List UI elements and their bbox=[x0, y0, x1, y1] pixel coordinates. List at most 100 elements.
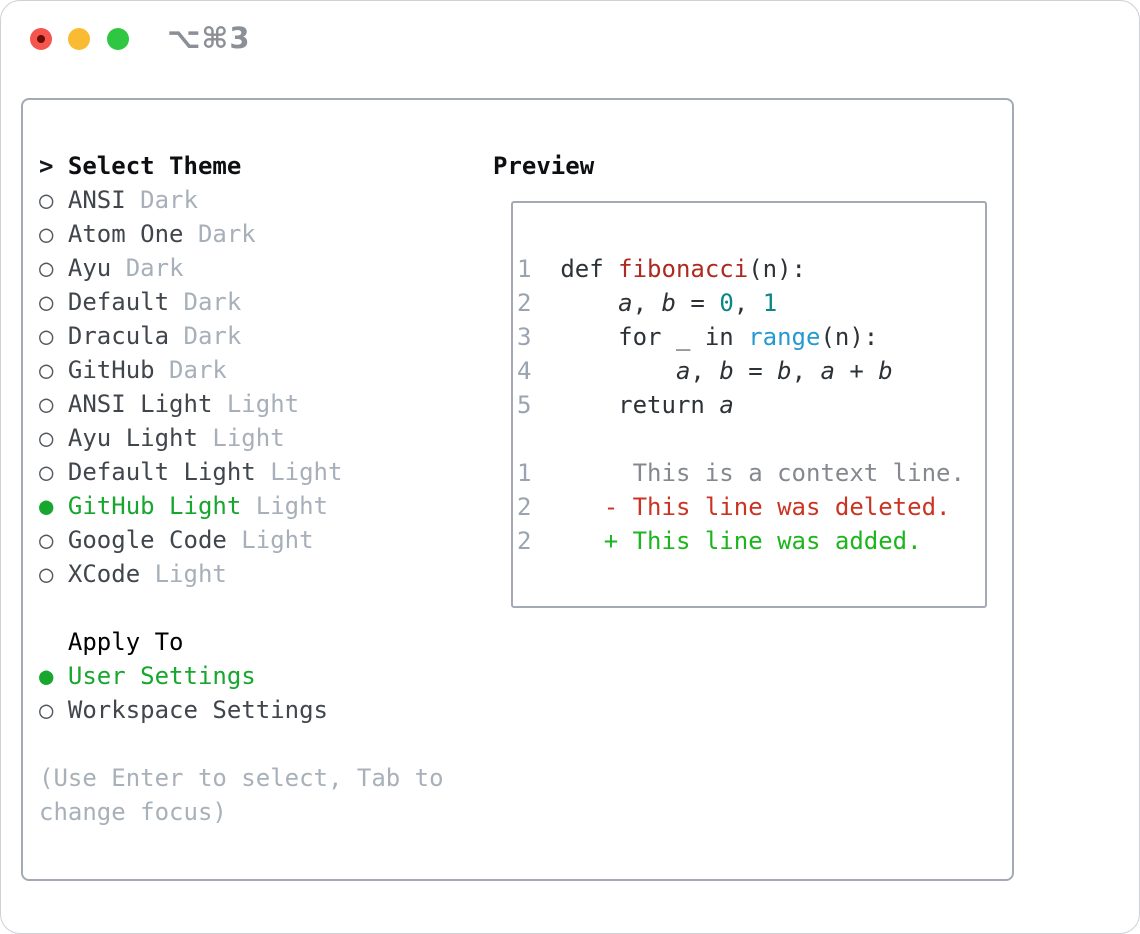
radio-unselected-icon: ○ bbox=[39, 220, 68, 248]
code-line: 3 for _ in range(n): bbox=[517, 320, 965, 354]
code-token: b bbox=[878, 357, 893, 385]
theme-name: Atom One bbox=[67, 220, 184, 248]
code-token: (n): bbox=[820, 323, 879, 351]
theme-option[interactable]: ○ Default Dark bbox=[39, 285, 444, 319]
code-token: a bbox=[820, 357, 835, 385]
code-token: b bbox=[777, 357, 792, 385]
code-token: fibonacci bbox=[618, 255, 749, 283]
code-token: , bbox=[690, 357, 720, 385]
apply-option-name: User Settings bbox=[67, 662, 256, 690]
apply-option-name: Workspace Settings bbox=[67, 696, 328, 724]
minimize-button[interactable] bbox=[68, 28, 90, 50]
theme-variant-tag: Dark bbox=[169, 288, 242, 316]
radio-unselected-icon: ○ bbox=[39, 288, 68, 316]
theme-option[interactable]: ○ ANSI Light Light bbox=[39, 387, 444, 421]
apply-option[interactable]: ○ Workspace Settings bbox=[39, 693, 444, 727]
radio-selected-icon: ● bbox=[39, 492, 68, 520]
theme-option[interactable]: ○ XCode Light bbox=[39, 557, 444, 591]
code-token: + bbox=[834, 357, 879, 385]
theme-name: XCode bbox=[67, 560, 141, 588]
theme-name: ANSI bbox=[67, 186, 126, 214]
theme-name: Google Code bbox=[67, 526, 227, 554]
preview-header: Preview bbox=[493, 152, 595, 180]
radio-unselected-icon: ○ bbox=[39, 526, 68, 554]
theme-variant-tag: Dark bbox=[111, 254, 184, 282]
theme-name: GitHub Light bbox=[67, 492, 242, 520]
theme-variant-tag: Dark bbox=[183, 220, 256, 248]
help-text: (Use Enter to select, Tab to bbox=[39, 764, 444, 792]
preview-box: 1 def fibonacci(n): 2 a, b = 0, 1 3 for _ … bbox=[511, 201, 987, 608]
code-token: a bbox=[675, 357, 691, 385]
theme-picker-panel: > Select Theme○ ANSI Dark○ Atom One Dark… bbox=[21, 98, 1014, 881]
code-token: = bbox=[675, 289, 720, 317]
help-text-line: change focus) bbox=[39, 795, 444, 829]
line-number: 5 bbox=[517, 391, 561, 419]
code-line: 1 def fibonacci(n): bbox=[517, 252, 965, 286]
code-token: 0 bbox=[719, 289, 734, 317]
theme-variant-tag: Light bbox=[255, 458, 343, 486]
theme-name: Ayu Light bbox=[67, 424, 198, 452]
line-number: 1 bbox=[517, 255, 561, 283]
code-token: b bbox=[719, 357, 734, 385]
theme-option[interactable]: ○ ANSI Dark bbox=[39, 183, 444, 217]
theme-option[interactable]: ● GitHub Light Light bbox=[39, 489, 444, 523]
radio-unselected-icon: ○ bbox=[39, 356, 68, 384]
diff-line: 2 + This line was added. bbox=[517, 524, 965, 558]
theme-variant-tag: Light bbox=[197, 424, 285, 452]
code-token: (n): bbox=[748, 255, 806, 283]
window-title-shortcut: ⌥⌘3 bbox=[167, 21, 251, 55]
spacer-row bbox=[39, 591, 444, 625]
preview-code: 1 def fibonacci(n): 2 a, b = 0, 1 3 for _ … bbox=[517, 252, 965, 558]
theme-name: Dracula bbox=[67, 322, 170, 350]
maximize-button[interactable] bbox=[107, 28, 129, 50]
theme-name: ANSI Light bbox=[67, 390, 213, 418]
radio-unselected-icon: ○ bbox=[39, 560, 68, 588]
theme-name: GitHub bbox=[67, 356, 155, 384]
theme-variant-tag: Light bbox=[241, 492, 328, 520]
code-token: a bbox=[719, 391, 734, 419]
spacer-row bbox=[517, 422, 965, 456]
code-token: , bbox=[791, 357, 821, 385]
diff-text: This is a context line. bbox=[531, 459, 965, 487]
code-token: return bbox=[560, 391, 720, 419]
theme-option[interactable]: ○ GitHub Dark bbox=[39, 353, 444, 387]
apply-option[interactable]: ● User Settings bbox=[39, 659, 444, 693]
code-line: 5 return a bbox=[517, 388, 965, 422]
radio-unselected-icon: ○ bbox=[39, 254, 68, 282]
line-number: 1 bbox=[517, 459, 532, 487]
radio-unselected-icon: ○ bbox=[39, 186, 68, 214]
code-line: 4 a, b = b, a + b bbox=[517, 354, 965, 388]
theme-option[interactable]: ○ Ayu Light Light bbox=[39, 421, 444, 455]
theme-name: Default Light bbox=[67, 458, 256, 486]
code-token: range bbox=[748, 323, 821, 351]
diff-line: 1 This is a context line. bbox=[517, 456, 965, 490]
code-token: , bbox=[733, 289, 763, 317]
close-button-dot-icon bbox=[37, 35, 45, 43]
line-number: 2 bbox=[517, 527, 532, 555]
help-text-line: (Use Enter to select, Tab to bbox=[39, 761, 444, 795]
theme-option[interactable]: ○ Ayu Dark bbox=[39, 251, 444, 285]
theme-option[interactable]: ○ Dracula Dark bbox=[39, 319, 444, 353]
theme-variant-tag: Light bbox=[212, 390, 300, 418]
close-button[interactable] bbox=[30, 28, 52, 50]
theme-option[interactable]: ○ Google Code Light bbox=[39, 523, 444, 557]
prompt-arrow-icon: > bbox=[39, 152, 68, 180]
radio-selected-icon: ● bbox=[39, 662, 68, 690]
code-token: 1 bbox=[762, 289, 778, 317]
select-theme-label: Select Theme bbox=[67, 152, 242, 180]
diff-text: + This line was added. bbox=[531, 527, 922, 555]
diff-text: - This line was deleted. bbox=[531, 493, 951, 521]
line-number: 2 bbox=[517, 289, 561, 317]
diff-line: 2 - This line was deleted. bbox=[517, 490, 965, 524]
theme-variant-tag: Dark bbox=[125, 186, 198, 214]
line-number: 4 bbox=[517, 357, 561, 385]
theme-option[interactable]: ○ Default Light Light bbox=[39, 455, 444, 489]
code-token: for _ in bbox=[560, 323, 749, 351]
apply-to-header: Apply To bbox=[39, 625, 444, 659]
theme-variant-tag: Light bbox=[226, 526, 314, 554]
code-token: b bbox=[661, 289, 676, 317]
theme-list: > Select Theme○ ANSI Dark○ Atom One Dark… bbox=[39, 149, 444, 829]
theme-option[interactable]: ○ Atom One Dark bbox=[39, 217, 444, 251]
titlebar: ⌥⌘3 bbox=[1, 1, 1139, 77]
theme-variant-tag: Light bbox=[140, 560, 227, 588]
